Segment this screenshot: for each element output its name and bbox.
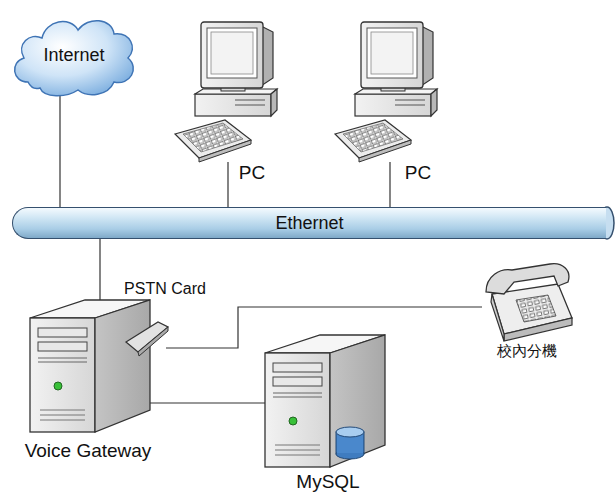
ethernet-bus: Ethernet [12, 207, 606, 239]
network-cable [227, 162, 228, 207]
voice-gateway: Voice Gateway [30, 300, 150, 432]
pstn-card-edge [138, 327, 168, 356]
icon-caption: PSTN Card [124, 280, 206, 298]
database-cylinder [336, 427, 364, 459]
telephone-icon [486, 264, 572, 341]
network-cable [99, 239, 100, 300]
icon-caption: MySQL [296, 471, 359, 493]
network-cable [150, 402, 265, 403]
pc-icon [335, 22, 437, 162]
icon-caption: 校內分機 [497, 343, 557, 360]
network-cable [389, 162, 390, 207]
internet-cloud: Internet [8, 12, 140, 98]
network-cable [59, 92, 60, 207]
node-label: Ethernet [275, 213, 343, 234]
mysql-server: MySQL [265, 335, 380, 468]
icon-caption: PC [405, 162, 431, 184]
telephone: 校內分機 [482, 262, 572, 340]
icon-caption: Voice Gateway [25, 440, 152, 462]
network-cable [166, 307, 482, 348]
pc-icon [175, 22, 277, 162]
icon-caption: PC [239, 162, 265, 184]
gateway-server [30, 300, 150, 432]
node-label: Internet [43, 45, 104, 66]
mysql-server [265, 335, 385, 467]
pc-node: PC [335, 20, 435, 162]
pstn-card: PSTN Card [130, 318, 166, 352]
pc-node: PC [175, 20, 275, 162]
